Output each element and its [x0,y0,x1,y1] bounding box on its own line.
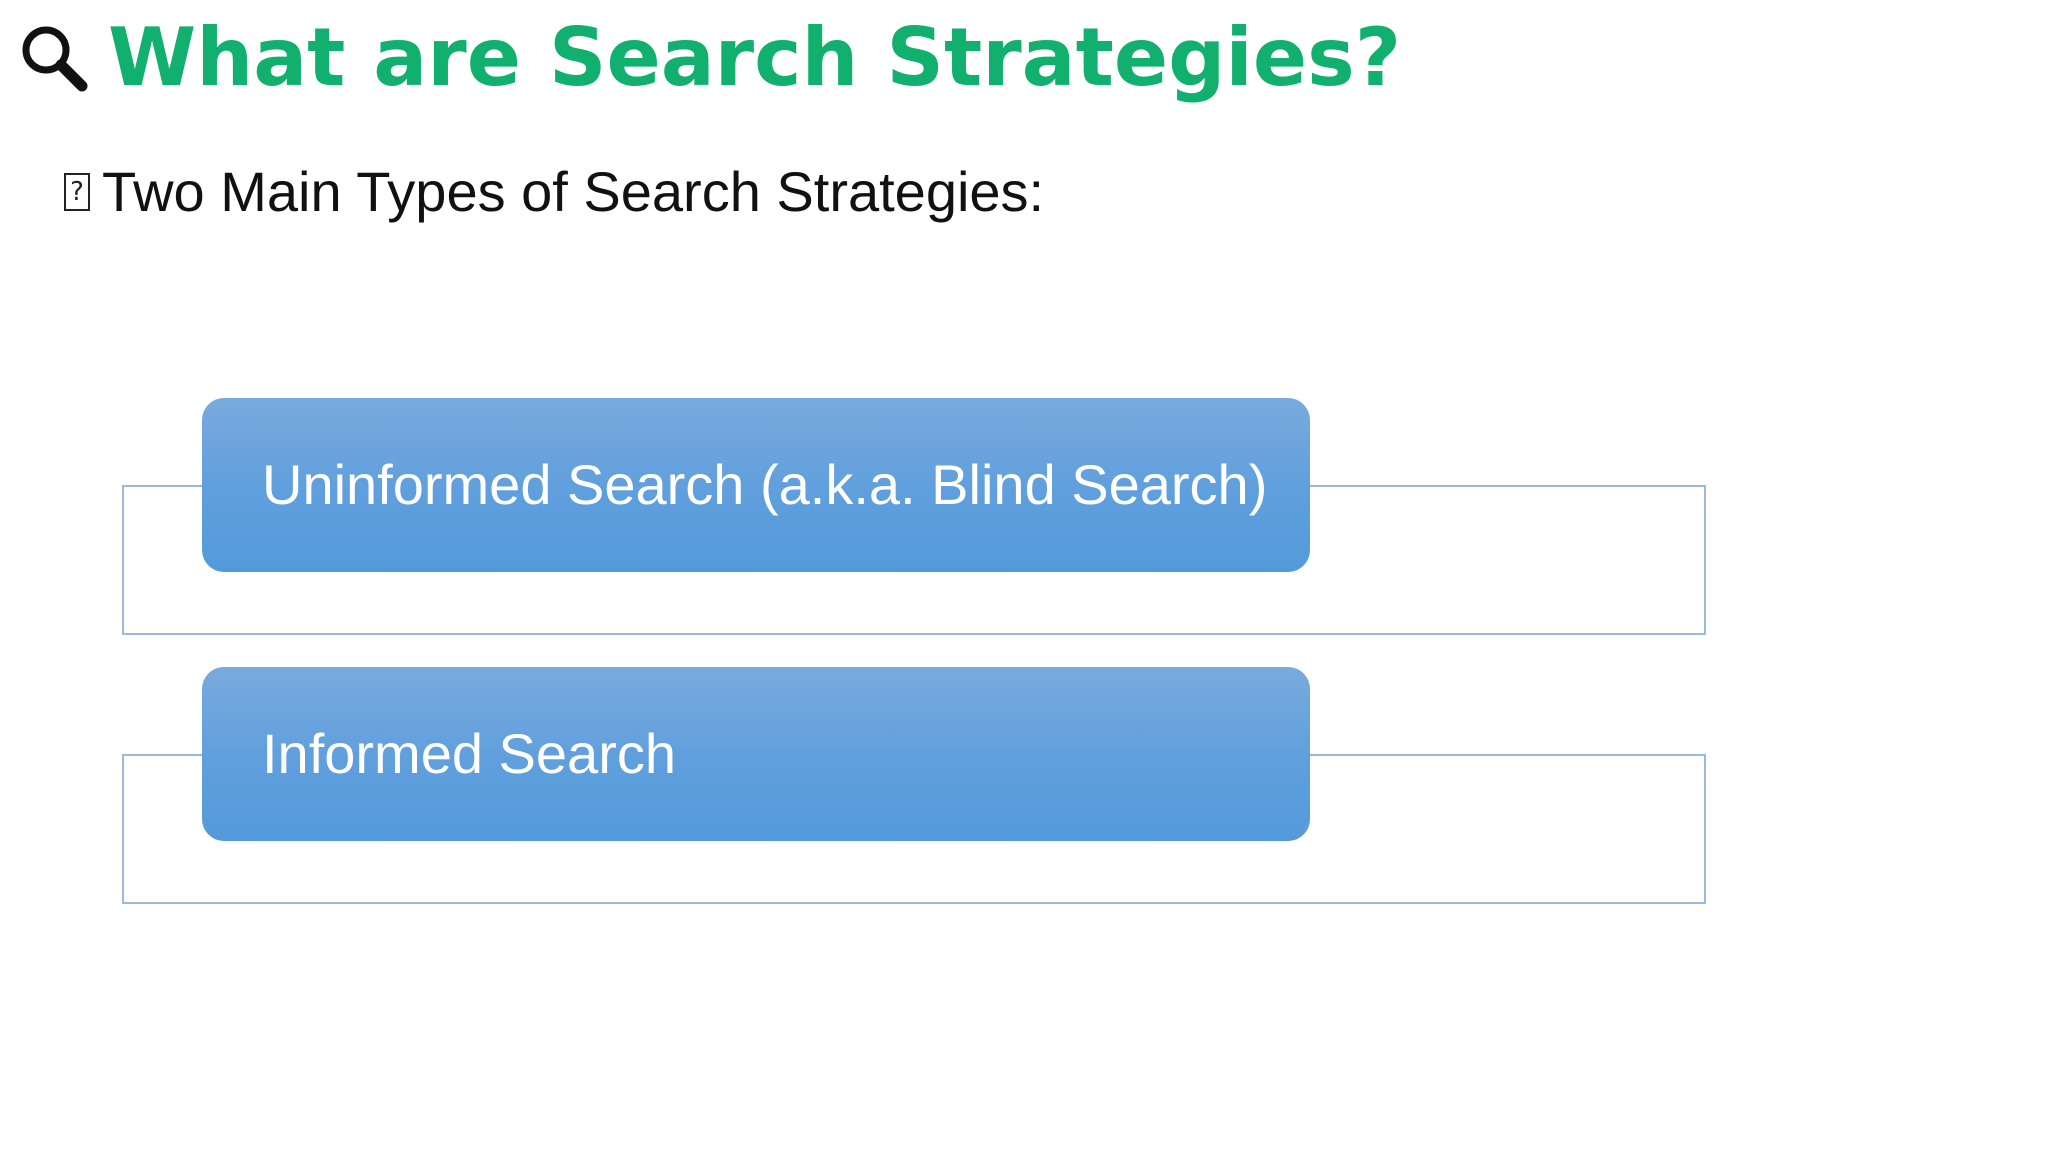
list-item-uninformed-search: Uninformed Search (a.k.a. Blind Search) [202,398,1310,572]
title-row: What are Search Strategies? [18,8,1401,108]
subtitle: Two Main Types of Search Strategies: [102,160,1045,223]
subtitle-row: ? Two Main Types of Search Strategies: [64,164,1044,220]
magnifying-glass-icon [22,26,88,92]
page-title: What are Search Strategies? [108,11,1402,104]
list-item-informed-search: Informed Search [202,667,1310,841]
missing-glyph-icon: ? [64,173,90,211]
list-item-label: Uninformed Search (a.k.a. Blind Search) [262,453,1268,516]
list-item-label: Informed Search [262,722,676,785]
